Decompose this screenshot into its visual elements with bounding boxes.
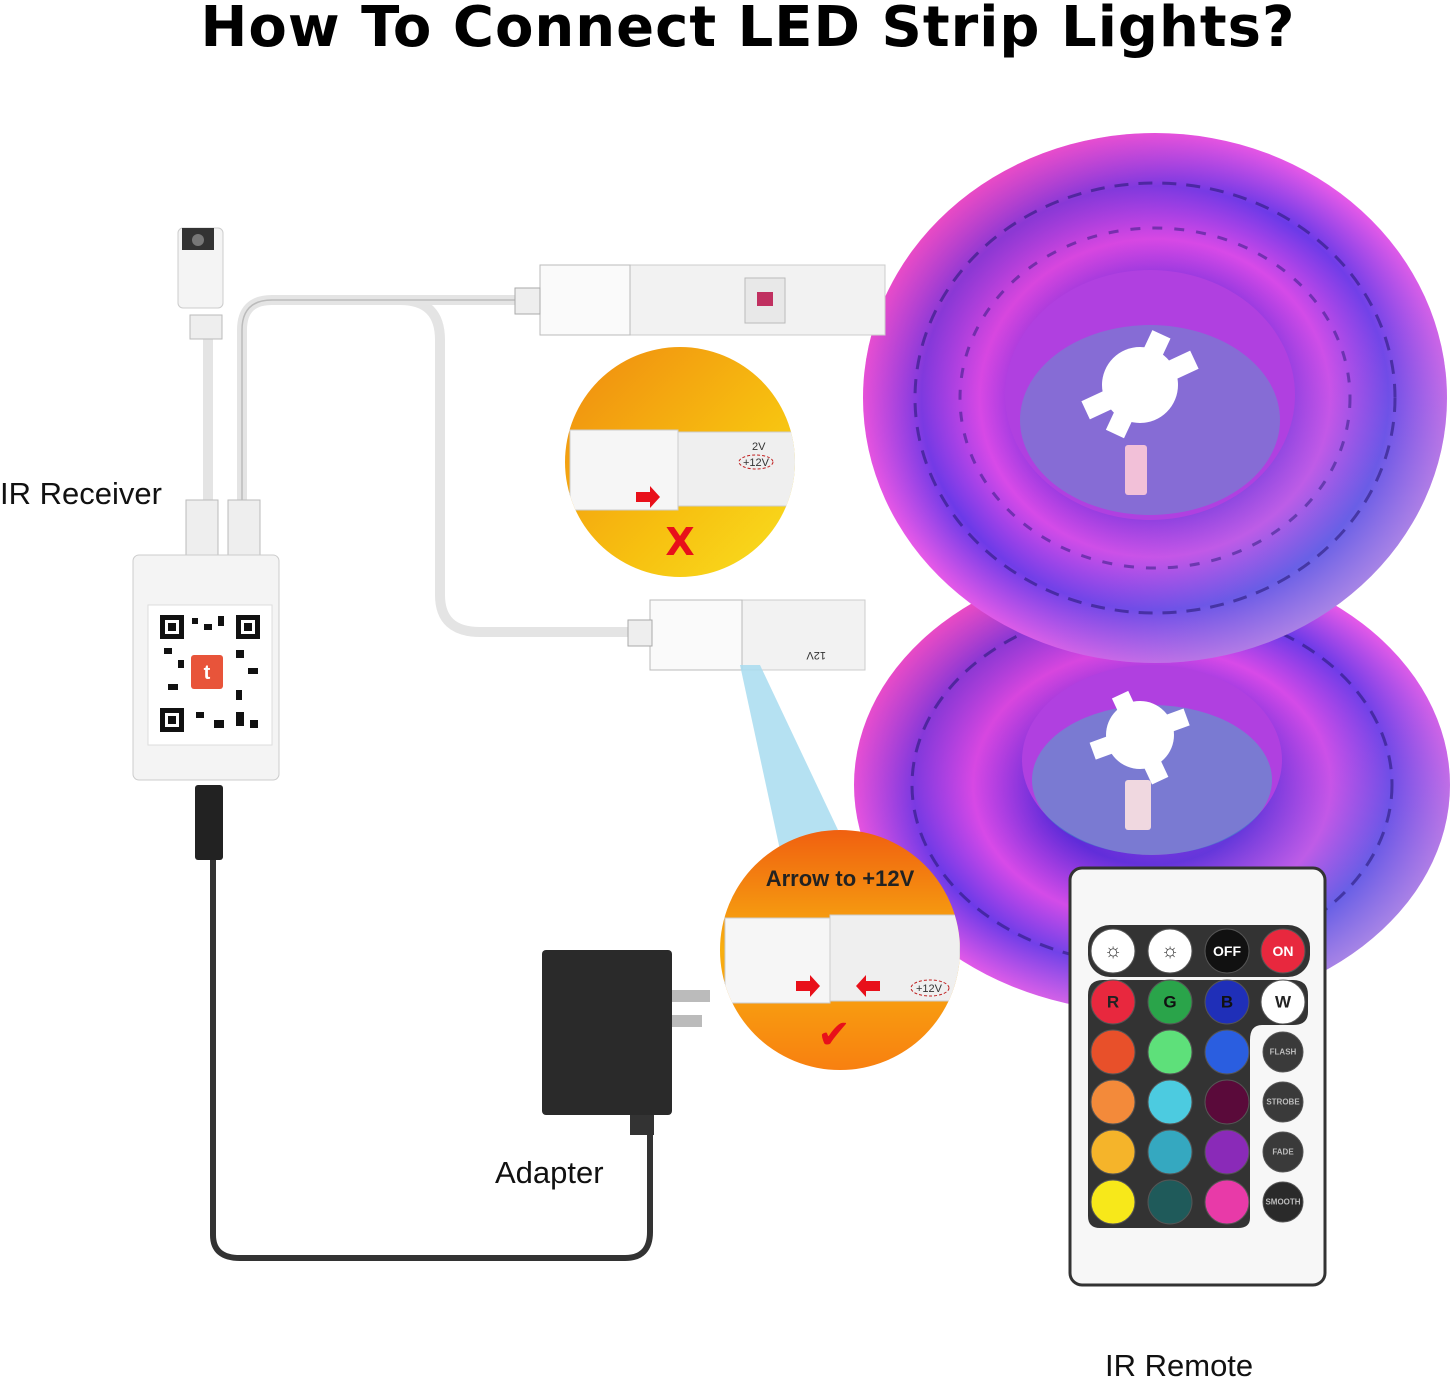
remote-w-button[interactable]: W	[1260, 979, 1306, 1025]
ir-remote: ☼ ☼ OFF ON R G B W FLASH STROBE FADE SMOOTH	[1068, 866, 1327, 1287]
remote-smooth-button[interactable]: SMOOTH	[1262, 1181, 1304, 1223]
remote-color-5-1-button[interactable]	[1147, 1179, 1193, 1225]
remote-button-label: W	[1275, 993, 1292, 1012]
remote-color-5-2-button[interactable]	[1204, 1179, 1250, 1225]
qr-code	[160, 615, 260, 732]
remote-button-grid: ☼ ☼ OFF ON R G B W FLASH STROBE FADE SMOOTH	[1090, 928, 1306, 1225]
zoom-beam	[740, 665, 838, 850]
page-title: How To Connect LED Strip Lights?	[201, 0, 1296, 60]
remote-b-button[interactable]: B	[1204, 979, 1250, 1025]
strip-marking-2v: 2V	[752, 441, 766, 453]
led-strip-top	[539, 264, 886, 336]
brightness-up-icon: ☼	[1104, 940, 1122, 962]
callout-correct-connection: Arrow to +12V +12V ✔	[720, 830, 960, 1070]
ir-receiver-label: IR Receiver	[0, 476, 162, 511]
remote-button-label: R	[1107, 993, 1119, 1012]
remote-strobe-button[interactable]: STROBE	[1262, 1081, 1304, 1123]
wrong-mark-icon: X	[665, 520, 694, 564]
remote-color-4-1-button[interactable]	[1147, 1129, 1193, 1175]
brightness-down-icon: ☼	[1161, 940, 1179, 962]
remote-button-label: OFF	[1213, 943, 1241, 959]
app-logo-letter: t	[204, 662, 211, 684]
remote-color-3-1-button[interactable]	[1147, 1079, 1193, 1125]
remote-on-button[interactable]: ON	[1260, 928, 1306, 974]
power-cable	[210, 860, 653, 1261]
remote-button-label: G	[1163, 993, 1176, 1012]
strip-connector-plug	[514, 287, 541, 315]
remote-button-label: ON	[1273, 943, 1294, 959]
strip-marking: 12V	[806, 649, 826, 661]
ir-receiver-sensor	[177, 227, 224, 340]
remote-button-label: STROBE	[1266, 1098, 1300, 1107]
callout-caption: Arrow to +12V	[766, 866, 915, 891]
remote-brightness-down-button[interactable]: ☼	[1147, 928, 1193, 974]
led-reel-top	[863, 133, 1447, 663]
remote-color-2-0-button[interactable]	[1090, 1029, 1136, 1075]
remote-color-4-0-button[interactable]	[1090, 1129, 1136, 1175]
remote-color-4-2-button[interactable]	[1204, 1129, 1250, 1175]
remote-color-5-0-button[interactable]	[1090, 1179, 1136, 1225]
remote-brightness-up-button[interactable]: ☼	[1090, 928, 1136, 974]
app-logo-icon	[191, 655, 223, 689]
remote-color-2-1-button[interactable]	[1147, 1029, 1193, 1075]
remote-fade-button[interactable]: FADE	[1262, 1131, 1304, 1173]
strip-marking-12v: +12V	[743, 457, 770, 469]
remote-off-button[interactable]: OFF	[1204, 928, 1250, 974]
wifi-controller: t	[132, 499, 280, 860]
remote-color-2-2-button[interactable]	[1204, 1029, 1250, 1075]
remote-button-label: FLASH	[1270, 1048, 1297, 1057]
led-strip-bottom: 12V	[649, 599, 866, 671]
remote-button-label: B	[1221, 993, 1233, 1012]
strip-marking-12v: +12V	[916, 983, 943, 995]
ir-remote-label: IR Remote	[1105, 1348, 1253, 1380]
callout-wrong-connection: 2V +12V X	[565, 347, 795, 577]
remote-color-3-2-button[interactable]	[1204, 1079, 1250, 1125]
remote-button-label: FADE	[1272, 1148, 1294, 1157]
power-adapter	[542, 950, 710, 1135]
strip-connector-plug	[627, 619, 653, 647]
adapter-label: Adapter	[495, 1155, 604, 1190]
remote-color-3-0-button[interactable]	[1090, 1079, 1136, 1125]
remote-flash-button[interactable]: FLASH	[1262, 1031, 1304, 1073]
remote-g-button[interactable]: G	[1147, 979, 1193, 1025]
check-mark-icon: ✔	[817, 1012, 851, 1058]
remote-button-label: SMOOTH	[1265, 1198, 1300, 1207]
remote-r-button[interactable]: R	[1090, 979, 1136, 1025]
